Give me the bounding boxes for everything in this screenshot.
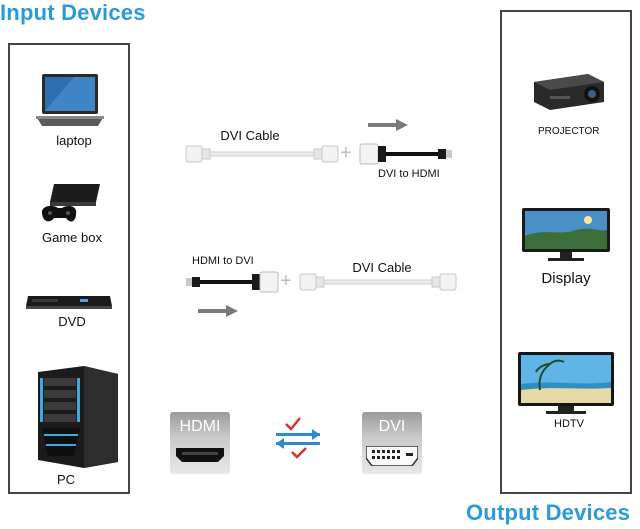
input-label-dvd: DVD [58,314,86,329]
top-cable-label: DVI Cable [220,128,280,143]
input-label-pc: PC [56,472,76,487]
dvi-cable-top [184,142,340,166]
dvi-to-hdmi-adapter [358,140,454,168]
plus-sign-top: + [340,142,352,164]
hdmi-to-dvi-adapter [184,268,280,296]
projector-icon [528,68,608,114]
hdmi-connector-box: HDMI [170,412,230,474]
output-label-projector: PROJECTOR [538,126,600,137]
input-label-laptop: laptop [56,133,92,148]
output-devices-heading: Output Devices [466,500,631,525]
input-label-game-box: Game box [42,230,102,245]
output-label-display: Display [541,270,591,287]
game-console-icon [40,178,104,226]
swap-arrows-icon [270,414,326,464]
output-label-hdtv: HDTV [554,418,584,430]
dvi-port-icon [365,445,419,467]
bottom-adapter-label: HDMI to DVI [192,255,254,267]
arrow-right-top [368,118,408,131]
laptop-icon [34,72,106,130]
dvd-player-icon [24,288,114,312]
input-devices-heading: Input Devices [0,0,146,25]
bottom-cable-label: DVI Cable [352,260,412,275]
tv-icon [516,350,616,416]
pc-tower-icon [28,364,122,468]
dvi-connector-box: DVI [362,412,422,474]
plus-sign-bottom: + [280,270,292,292]
top-adapter-label: DVI to HDMI [378,168,440,180]
hdmi-connector-label: HDMI [179,418,221,435]
dvi-cable-bottom [298,270,458,294]
dvi-connector-label: DVI [378,418,406,435]
monitor-icon [520,206,612,264]
hdmi-port-icon [176,448,224,462]
arrow-right-bottom [198,304,238,317]
